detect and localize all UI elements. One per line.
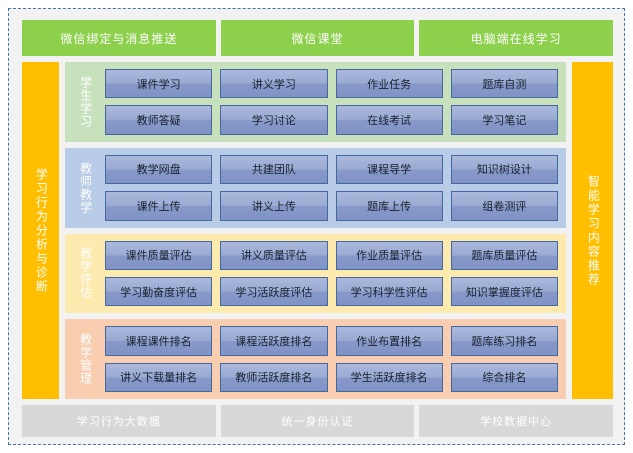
- section-label-text: 教师教学: [78, 161, 93, 214]
- side-left-label: 学习行为分析与诊断: [34, 167, 49, 294]
- cell-paper-assembly-assessment[interactable]: 组卷测评: [450, 191, 558, 221]
- cell-student-activity-ranking[interactable]: 学生活跃度排名: [335, 362, 443, 392]
- side-right-label: 智能学习内容推荐: [586, 174, 601, 287]
- section-label-teaching-evaluation: 教学评估: [65, 241, 105, 307]
- cell-homework-quality-eval[interactable]: 作业质量评估: [335, 240, 443, 270]
- cell-teacher-activity-ranking[interactable]: 教师活跃度排名: [220, 362, 328, 392]
- cell-study-discussion[interactable]: 学习讨论: [220, 105, 328, 135]
- cell-courseware-study[interactable]: 课件学习: [105, 69, 213, 99]
- bottom-item-school-data-center[interactable]: 学校数据中心: [419, 405, 614, 437]
- top-channel-bar: 微信绑定与消息推送 微信课堂 电脑端在线学习: [22, 20, 614, 56]
- section-label-teaching-management: 教学管理: [65, 326, 105, 392]
- cell-question-bank-selftest[interactable]: 题库自测: [450, 69, 558, 99]
- cell-courseware-quality-eval[interactable]: 课件质量评估: [105, 240, 213, 270]
- section-label-text: 学生学习: [78, 75, 93, 128]
- section-teacher-teaching: 教师教学 教学网盘 共建团队 课程导学 知识树设计 课件上传 讲义上传 题库上传…: [65, 147, 566, 228]
- section-grid-teaching-evaluation: 课件质量评估 讲义质量评估 作业质量评估 题库质量评估 学习勤奋度评估 学习活跃…: [105, 240, 558, 307]
- cell-lecture-upload[interactable]: 讲义上传: [220, 191, 328, 221]
- middle-region: 学习行为分析与诊断 学生学习 课件学习 讲义学习 作业任务 题库自测 教师答疑 …: [22, 62, 613, 399]
- cell-knowledge-mastery-eval[interactable]: 知识掌握度评估: [450, 276, 558, 307]
- section-teaching-evaluation: 教学评估 课件质量评估 讲义质量评估 作业质量评估 题库质量评估 学习勤奋度评估…: [65, 233, 566, 314]
- cell-homework-assignment-ranking[interactable]: 作业布置排名: [335, 326, 443, 356]
- cell-course-guidance[interactable]: 课程导学: [335, 154, 443, 185]
- cell-homework-task[interactable]: 作业任务: [335, 69, 443, 99]
- section-grid-teacher-teaching: 教学网盘 共建团队 课程导学 知识树设计 课件上传 讲义上传 题库上传 组卷测评: [105, 154, 558, 221]
- top-item-pc-online-learning[interactable]: 电脑端在线学习: [419, 20, 614, 56]
- side-panel-left-behavior-analysis[interactable]: 学习行为分析与诊断: [22, 62, 59, 399]
- bottom-item-learning-bigdata[interactable]: 学习行为大数据: [22, 405, 216, 437]
- cell-study-diligence-eval[interactable]: 学习勤奋度评估: [105, 276, 213, 307]
- cell-question-bank-practice-ranking[interactable]: 题库练习排名: [450, 326, 558, 356]
- cell-knowledge-tree-design[interactable]: 知识树设计: [450, 154, 558, 185]
- cell-lecture-quality-eval[interactable]: 讲义质量评估: [220, 240, 328, 270]
- cell-study-notes[interactable]: 学习笔记: [450, 105, 558, 135]
- section-teaching-management: 教学管理 课程课件排名 课程活跃度排名 作业布置排名 题库练习排名 讲义下载量排…: [65, 319, 566, 399]
- section-grid-teaching-management: 课程课件排名 课程活跃度排名 作业布置排名 题库练习排名 讲义下载量排名 教师活…: [105, 326, 558, 392]
- top-item-wechat-binding[interactable]: 微信绑定与消息推送: [22, 20, 216, 56]
- cell-course-courseware-ranking[interactable]: 课程课件排名: [105, 326, 213, 356]
- section-label-teacher-teaching: 教师教学: [65, 155, 105, 221]
- cell-question-bank-upload[interactable]: 题库上传: [335, 191, 443, 221]
- section-label-student-learning: 学生学习: [65, 69, 105, 135]
- cell-teacher-qa[interactable]: 教师答疑: [105, 105, 213, 135]
- sections-stack: 学生学习 课件学习 讲义学习 作业任务 题库自测 教师答疑 学习讨论 在线考试 …: [65, 62, 566, 399]
- cell-course-activity-ranking[interactable]: 课程活跃度排名: [220, 326, 328, 356]
- cell-question-bank-quality-eval[interactable]: 题库质量评估: [450, 240, 558, 270]
- cell-teaching-netdisk[interactable]: 教学网盘: [105, 154, 213, 185]
- cell-study-scientificity-eval[interactable]: 学习科学性评估: [335, 276, 443, 307]
- section-student-learning: 学生学习 课件学习 讲义学习 作业任务 题库自测 教师答疑 学习讨论 在线考试 …: [65, 62, 566, 142]
- cell-courseware-upload[interactable]: 课件上传: [105, 191, 213, 221]
- section-grid-student-learning: 课件学习 讲义学习 作业任务 题库自测 教师答疑 学习讨论 在线考试 学习笔记: [105, 69, 558, 135]
- section-label-text: 教学评估: [78, 247, 93, 300]
- cell-online-exam[interactable]: 在线考试: [335, 105, 443, 135]
- top-item-wechat-classroom[interactable]: 微信课堂: [220, 20, 415, 56]
- cell-study-activity-eval[interactable]: 学习活跃度评估: [220, 276, 328, 307]
- cell-co-building-team[interactable]: 共建团队: [220, 154, 328, 185]
- diagram-frame: 微信绑定与消息推送 微信课堂 电脑端在线学习 学习行为分析与诊断 学生学习 课件…: [8, 8, 625, 445]
- section-label-text: 教学管理: [78, 333, 93, 386]
- cell-comprehensive-ranking[interactable]: 综合排名: [450, 362, 558, 392]
- bottom-foundation-bar: 学习行为大数据 统一身份认证 学校数据中心: [22, 405, 614, 437]
- cell-lecture-download-ranking[interactable]: 讲义下载量排名: [105, 362, 213, 392]
- side-panel-right-smart-recommendation[interactable]: 智能学习内容推荐: [572, 62, 613, 399]
- bottom-item-unified-identity-auth[interactable]: 统一身份认证: [220, 405, 415, 437]
- cell-lecture-study[interactable]: 讲义学习: [220, 69, 328, 99]
